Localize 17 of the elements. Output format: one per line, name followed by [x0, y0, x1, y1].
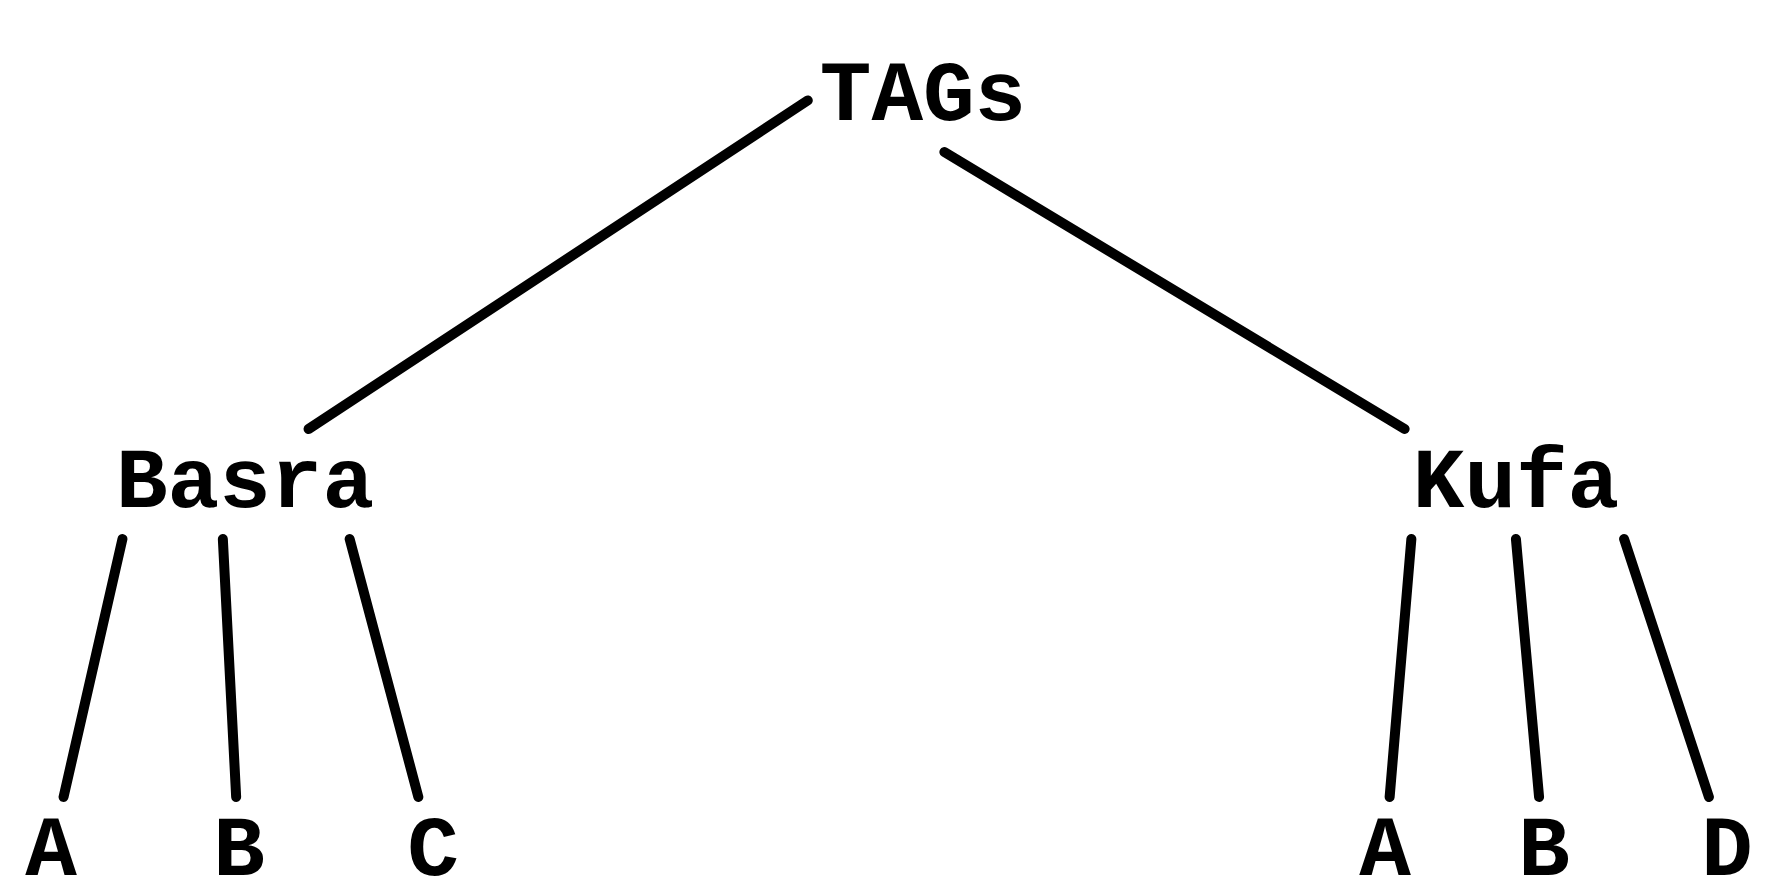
- tree-node-label: D: [1689, 797, 1765, 895]
- tree-node-label: Basra: [104, 429, 386, 539]
- connector-line: [303, 95, 813, 434]
- connector-line: [1619, 534, 1714, 802]
- tree-node-label: C: [395, 797, 471, 895]
- tree-node-label: B: [1506, 797, 1582, 895]
- connector-line: [217, 534, 242, 802]
- connector-line: [344, 534, 424, 802]
- connector-line: [1384, 534, 1417, 802]
- tree-node-label: A: [13, 797, 89, 895]
- tree-node-label: Kufa: [1400, 429, 1632, 539]
- connector-line: [939, 147, 1410, 434]
- tree-node-label: TAGs: [807, 42, 1039, 152]
- tree-node-label: B: [201, 797, 277, 895]
- connector-line: [1510, 534, 1545, 802]
- tree-node-label: A: [1347, 797, 1423, 895]
- connector-line: [58, 534, 128, 802]
